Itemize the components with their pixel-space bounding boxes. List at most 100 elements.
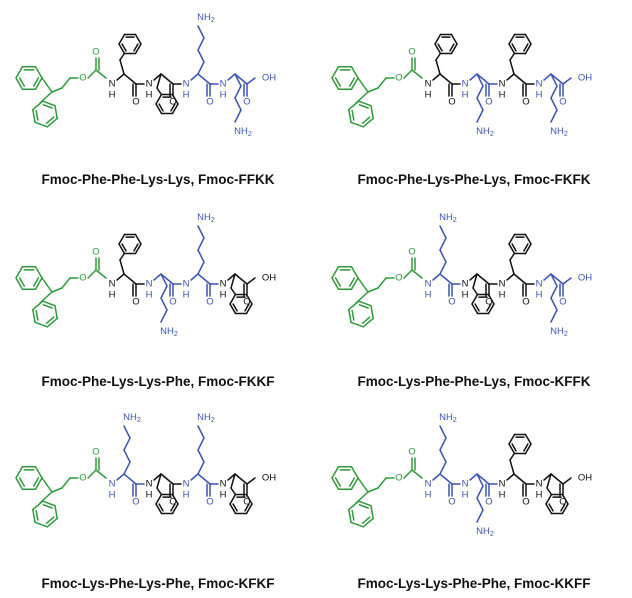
bond — [156, 473, 162, 489]
ring-double-bond — [42, 504, 53, 509]
ring-bond — [450, 33, 458, 45]
atom-label: N — [183, 479, 190, 490]
ring-bond — [54, 104, 58, 120]
bond — [476, 85, 484, 99]
bond — [116, 73, 125, 81]
bond — [123, 273, 137, 285]
ring-bond — [41, 100, 56, 107]
ring-bond — [155, 93, 163, 105]
atom-label: O — [243, 297, 250, 308]
amine-label: NH2 — [550, 326, 568, 338]
bond — [234, 85, 242, 99]
bond — [432, 273, 441, 281]
atom-label: O — [559, 97, 566, 108]
bond — [197, 225, 205, 239]
bond — [550, 109, 558, 123]
ring-double-bond — [35, 510, 39, 521]
ring-bond — [508, 443, 516, 455]
bond — [550, 273, 558, 287]
atom-label: N — [183, 79, 190, 90]
bond — [197, 261, 205, 275]
bond — [197, 437, 205, 451]
atom-label: O — [559, 497, 566, 508]
bond — [476, 97, 484, 111]
ring-bond — [524, 233, 532, 245]
bond — [87, 469, 97, 479]
bond — [506, 473, 515, 481]
ring-bond — [118, 243, 126, 255]
atom-label: H — [146, 490, 153, 501]
ring-double-bond — [358, 504, 369, 509]
atom-label: O — [206, 497, 213, 508]
bond — [476, 473, 490, 485]
ring-bond — [508, 243, 516, 255]
atom-label: N — [183, 279, 190, 290]
ring-bond — [348, 108, 352, 124]
atom-label: N — [425, 279, 432, 290]
ring-double-bond — [474, 303, 480, 312]
amine-label: NH2 — [197, 12, 215, 24]
ring-bond — [508, 43, 516, 55]
ring-double-bond — [361, 516, 371, 524]
bond — [550, 85, 558, 99]
atom-label: N — [146, 479, 153, 490]
bond — [197, 425, 205, 439]
ring-bond — [15, 265, 24, 279]
bond — [472, 287, 478, 295]
amine-label: NH2 — [234, 126, 252, 138]
ring-double-bond — [351, 110, 355, 121]
atom-label: N — [425, 479, 432, 490]
ring-bond — [34, 65, 43, 79]
ring-bond — [331, 477, 340, 491]
bond — [355, 291, 369, 304]
ring-bond — [46, 117, 58, 128]
ring-double-bond — [133, 43, 139, 52]
bond — [119, 259, 125, 275]
ring-bond — [487, 303, 495, 315]
ring-bond — [15, 477, 24, 491]
ring-double-bond — [361, 116, 371, 124]
bond — [550, 73, 558, 87]
atom-label: N — [462, 79, 469, 90]
amine-label: NH2 — [476, 526, 494, 538]
bond — [439, 237, 447, 251]
atom-label: N — [109, 479, 116, 490]
bond — [230, 287, 236, 295]
ring-double-bond — [358, 104, 369, 109]
atom-label: N — [220, 79, 227, 90]
ring-bond — [350, 277, 359, 291]
ring-bond — [350, 477, 359, 491]
bond — [509, 53, 515, 61]
bond — [357, 77, 369, 93]
ring-double-bond — [334, 77, 342, 87]
ring-double-bond — [511, 243, 517, 252]
bond — [197, 237, 205, 251]
bond — [355, 91, 369, 104]
ring-double-bond — [511, 43, 517, 52]
atom-label: O — [206, 297, 213, 308]
ring-bond — [32, 108, 36, 124]
bond — [469, 473, 478, 481]
atom-label: O — [485, 297, 492, 308]
ring-bond — [331, 465, 340, 479]
bond — [439, 449, 447, 463]
ring-bond — [229, 303, 237, 315]
bond — [543, 73, 552, 81]
ring-double-bond — [32, 77, 40, 87]
atom-label: N — [536, 279, 543, 290]
ring-bond — [46, 317, 58, 328]
bond — [156, 73, 162, 89]
ring-bond — [348, 308, 352, 324]
ring-bond — [362, 117, 374, 128]
ring-bond — [245, 503, 253, 515]
ring-bond — [348, 508, 352, 524]
ring-bond — [34, 465, 43, 479]
amine-label: NH2 — [197, 212, 215, 224]
atom-label: H — [183, 490, 190, 501]
ring-bond — [15, 77, 24, 91]
bond — [546, 487, 552, 495]
